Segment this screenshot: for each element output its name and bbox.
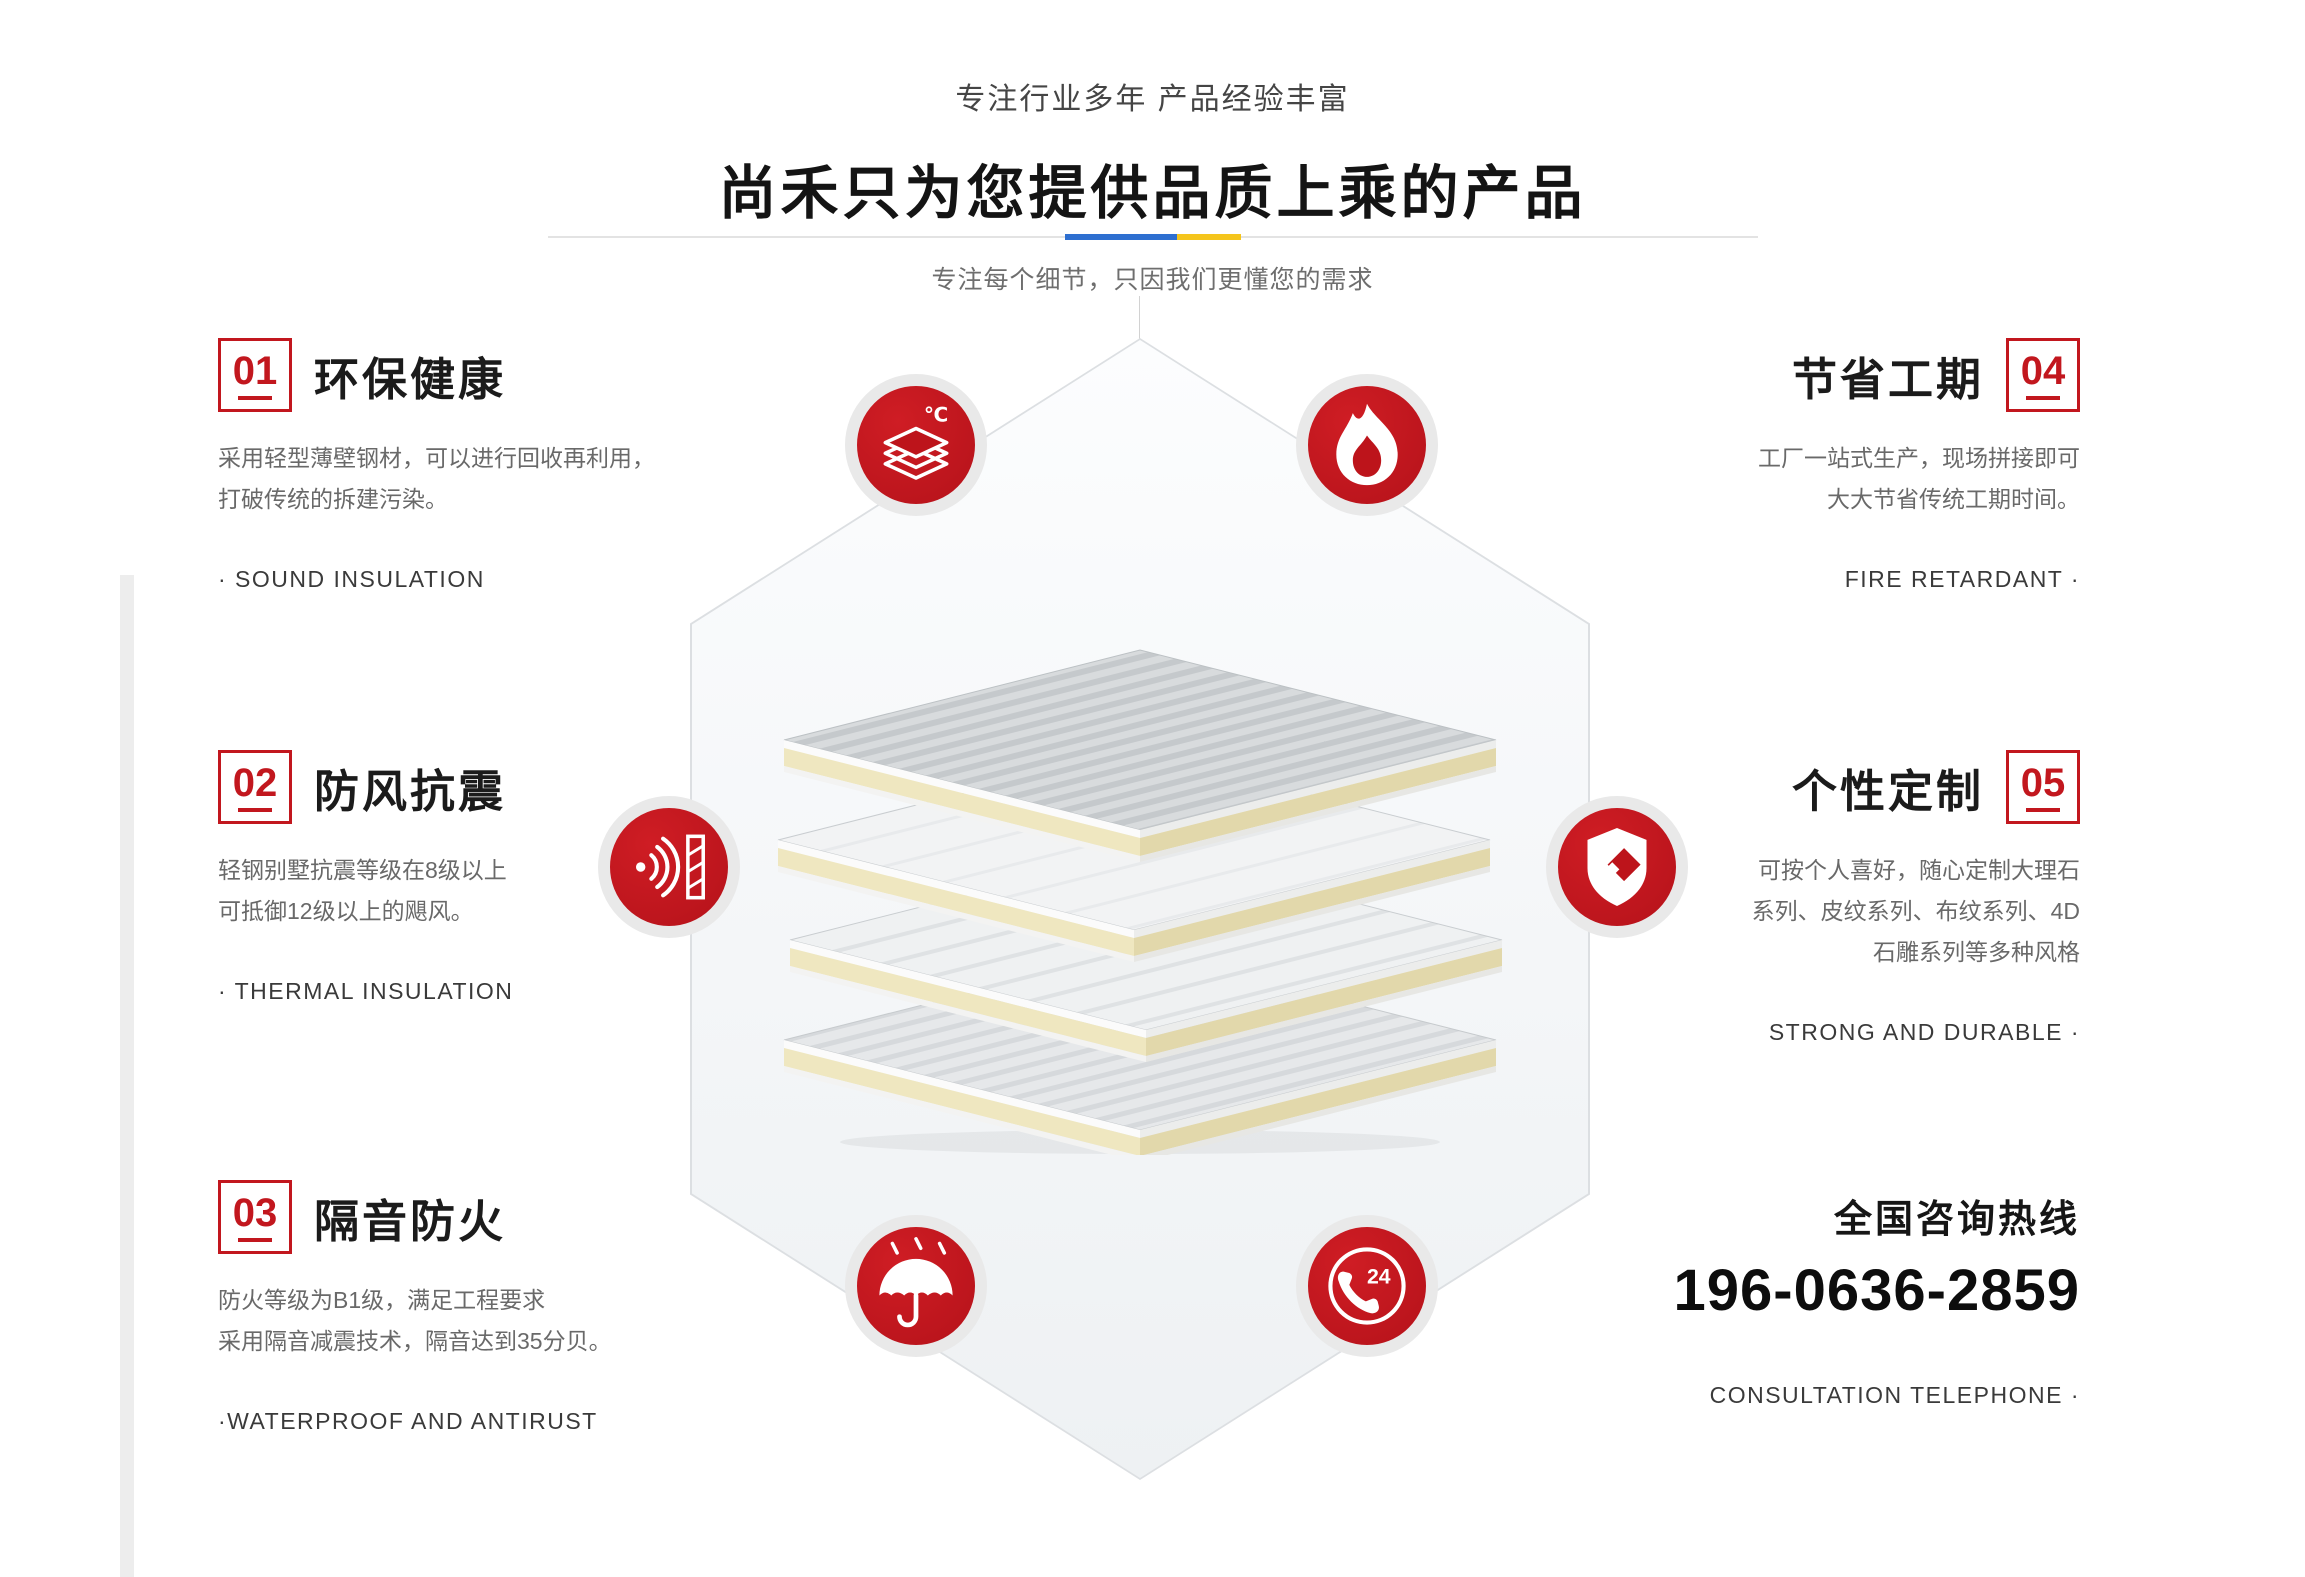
connector-line	[1139, 296, 1140, 340]
sound-insulation-icon	[635, 834, 705, 900]
feature-english-label: ·WATERPROOF AND ANTIRUST	[218, 1407, 598, 1434]
thermal-layers-icon: ℃	[883, 404, 949, 480]
feature-block-02: 02 防风抗震 轻钢别墅抗震等级在8级以上 可抵御12级以上的飓风。 · THE…	[218, 750, 763, 1005]
feature-description: 轻钢别墅抗震等级在8级以上 可抵御12级以上的飓风。	[218, 857, 507, 924]
flame-icon	[1336, 403, 1398, 486]
feature-number-badge: 02	[218, 750, 292, 824]
feature-description: 采用轻型薄壁钢材，可以进行回收再利用， 打破传统的拆建污染。	[218, 445, 655, 512]
tagline: 专注行业多年 产品经验丰富	[955, 83, 1350, 116]
feature-number-badge: 03	[218, 1180, 292, 1254]
number-underline	[238, 807, 272, 812]
umbrella-rain-icon	[879, 1237, 953, 1328]
hotline-block: 全国咨询热线 196-0636-2859 CONSULTATION TELEPH…	[1440, 1188, 2080, 1409]
number-underline	[2026, 807, 2060, 812]
feature-english-label: FIRE RETARDANT ·	[1844, 565, 2080, 592]
shield-icon	[1587, 828, 1647, 906]
feature-block-05: 个性定制 05 可按个人喜好，随心定制大理石 系列、皮纹系列、布纹系列、4D 石…	[1535, 750, 2080, 1046]
panel-layer-1	[783, 649, 1497, 862]
shield-icon-circle	[1546, 796, 1688, 938]
divider-yellow-segment	[1177, 234, 1241, 240]
phone-24h-icon: 24	[1328, 1247, 1406, 1325]
feature-number-badge: 05	[2006, 750, 2080, 824]
feature-description: 工厂一站式生产，现场拼接即可 大大节省传统工期时间。	[1758, 445, 2080, 512]
feature-description: 防火等级为B1级，满足工程要求 采用隔音减震技术，隔音达到35分贝。	[218, 1287, 612, 1354]
feature-number: 04	[2020, 348, 2066, 393]
feature-header: 01 环保健康	[218, 338, 763, 412]
subtitle: 专注每个细节，只因我们更懂您的需求	[931, 266, 1374, 294]
feature-title: 个性定制	[1791, 765, 1984, 817]
sandwich-panel-product-image	[777, 649, 1503, 1155]
feature-number-badge: 01	[218, 338, 292, 412]
phone-24h-icon-circle: 24	[1296, 1215, 1438, 1357]
svg-text:24: 24	[1367, 1265, 1391, 1289]
divider-accent-segments	[1065, 234, 1241, 240]
hotline-phone-number: 196-0636-2859	[1673, 1258, 2080, 1323]
feature-number: 03	[232, 1190, 278, 1235]
feature-title: 环保健康	[314, 353, 507, 405]
feature-block-03: 03 隔音防火 防火等级为B1级，满足工程要求 采用隔音减震技术，隔音达到35分…	[218, 1180, 763, 1435]
feature-header: 02 防风抗震	[218, 750, 763, 824]
thermal-layers-icon-circle: ℃	[845, 374, 987, 516]
hotline-label: 全国咨询热线	[1833, 1199, 2080, 1241]
hotline-english-label: CONSULTATION TELEPHONE ·	[1709, 1382, 2080, 1408]
feature-english-label: · SOUND INSULATION	[218, 565, 485, 592]
feature-title: 节省工期	[1791, 353, 1984, 405]
divider-blue-segment	[1065, 234, 1177, 240]
feature-title: 隔音防火	[314, 1195, 507, 1247]
feature-number: 02	[232, 760, 278, 805]
feature-title: 防风抗震	[314, 765, 507, 817]
umbrella-rain-icon-circle	[845, 1215, 987, 1357]
feature-header: 个性定制 05	[1535, 750, 2080, 824]
feature-header: 节省工期 04	[1535, 338, 2080, 412]
page-title: 尚禾只为您提供品质上乘的产品	[718, 161, 1587, 226]
feature-number: 05	[2020, 760, 2066, 805]
flame-icon-circle	[1296, 374, 1438, 516]
feature-english-label: STRONG AND DURABLE ·	[1768, 1018, 2080, 1045]
feature-number-badge: 04	[2006, 338, 2080, 412]
feature-description: 可按个人喜好，随心定制大理石 系列、皮纹系列、布纹系列、4D 石雕系列等多种风格	[1751, 857, 2080, 965]
feature-number: 01	[232, 348, 278, 393]
title-divider	[548, 234, 1758, 240]
feature-block-04: 节省工期 04 工厂一站式生产，现场拼接即可 大大节省传统工期时间。 FIRE …	[1535, 338, 2080, 593]
number-underline	[238, 395, 272, 400]
svg-text:℃: ℃	[924, 404, 948, 426]
sound-insulation-icon-circle	[598, 796, 740, 938]
number-underline	[238, 1237, 272, 1242]
feature-header: 03 隔音防火	[218, 1180, 763, 1254]
page-edge-strip	[120, 575, 134, 1577]
feature-english-label: · THERMAL INSULATION	[218, 977, 514, 1004]
feature-block-01: 01 环保健康 采用轻型薄壁钢材，可以进行回收再利用， 打破传统的拆建污染。 ·…	[218, 338, 763, 593]
number-underline	[2026, 395, 2060, 400]
